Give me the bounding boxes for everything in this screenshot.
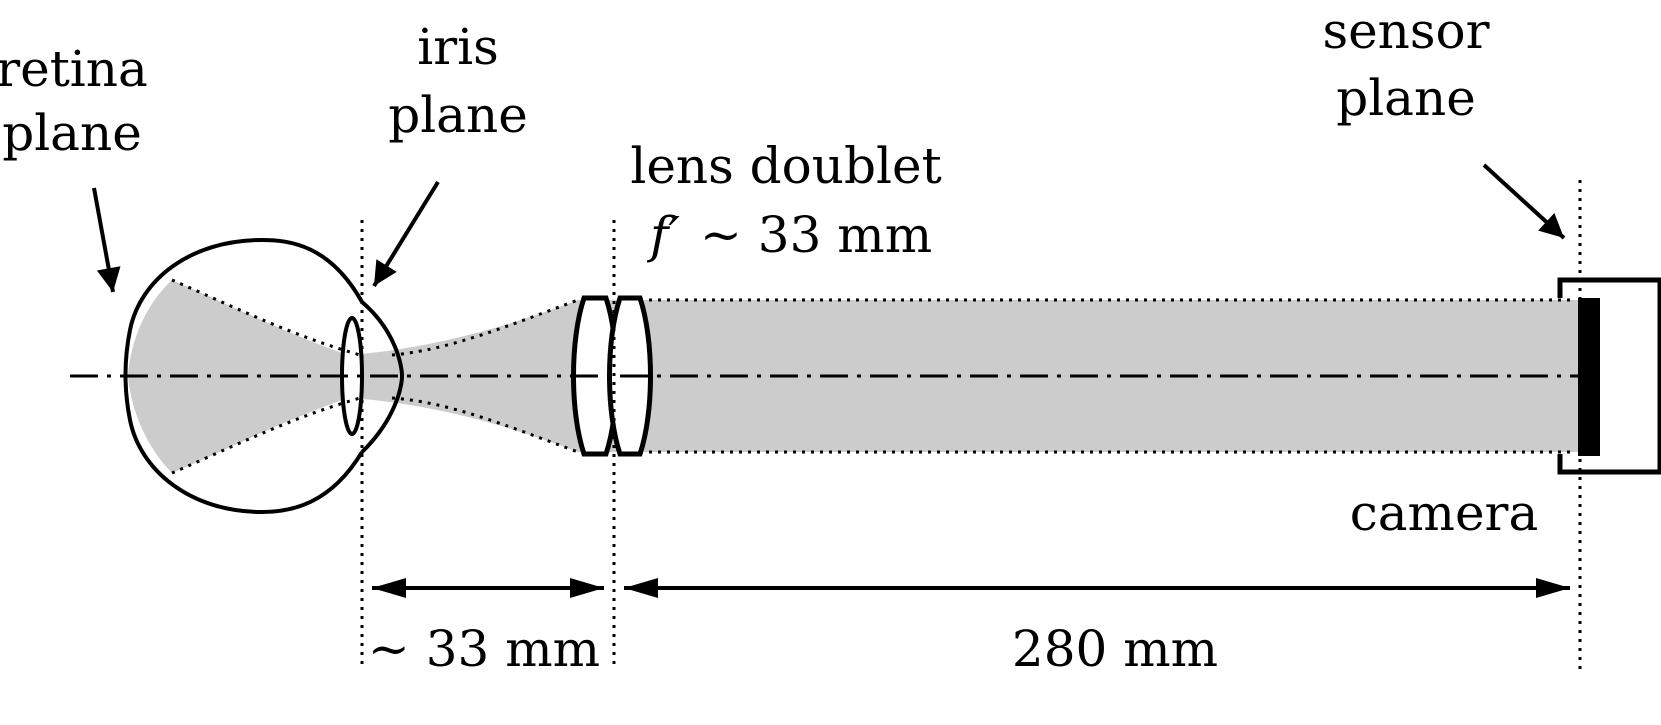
doublet-label: lens doublet: [630, 137, 941, 195]
camera-body: [1557, 277, 1661, 475]
dimension-eye-to-lens: [372, 578, 604, 598]
iris-label-line1: iris: [417, 18, 499, 76]
converging-beam-edge-bottom: [391, 396, 579, 454]
retina-label-line1: retina: [0, 40, 148, 98]
cornea-outline: [360, 300, 405, 454]
camera-body-top-edge: [1557, 277, 1578, 298]
iris-pointer-arrow: [372, 180, 440, 288]
retina-pointer-arrow: [92, 187, 121, 293]
converging-beam-edge-top: [391, 298, 579, 357]
doublet-focal-value: ~ 33 mm: [700, 206, 932, 264]
doublet-focal-symbol: f′: [646, 206, 681, 264]
dimension-lens-to-sensor: [624, 578, 1570, 598]
iris-label-line2: plane: [388, 86, 528, 144]
camera-label: camera: [1350, 484, 1539, 542]
sensor-pointer-arrow: [1482, 163, 1566, 240]
sensor-label-line1: sensor: [1322, 2, 1489, 60]
camera-sensor: [1578, 298, 1600, 456]
retina-label-line2: plane: [2, 104, 142, 162]
iris-to-lens-beam-shading: [348, 300, 578, 452]
sensor-label-line2: plane: [1336, 69, 1476, 127]
distance-eye-to-lens-label: ~ 33 mm: [368, 620, 600, 678]
distance-lens-to-sensor-label: 280 mm: [1012, 620, 1218, 678]
